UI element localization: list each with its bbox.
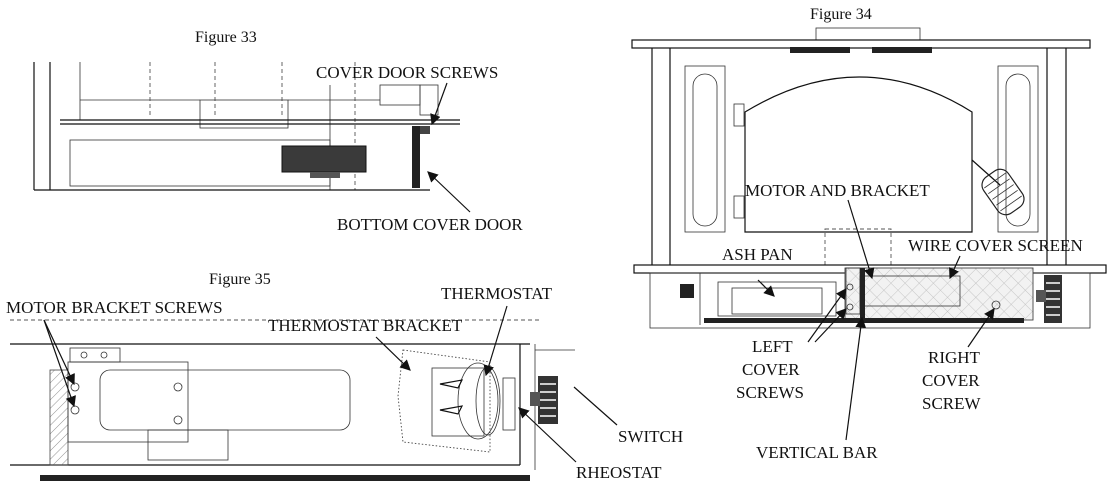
motor-and-bracket-arrow (847, 199, 875, 280)
thermostat-arrow (483, 305, 508, 377)
right-cover-screw-label-line-3: SCREW (922, 394, 982, 413)
right-cover-screw-arrow (967, 308, 995, 348)
thermostat-label: THERMOSTAT (441, 284, 553, 303)
figure-33: Figure 33 COVER DOOR SCREWS BO (33, 29, 523, 234)
switch-label: SWITCH (618, 427, 683, 446)
figure-35-drawing (10, 319, 575, 481)
bottom-cover-door-label: BOTTOM COVER DOOR (337, 215, 523, 234)
figure-35: Figure 35 (6, 271, 683, 482)
left-cover-screws-arrow-2 (814, 308, 847, 343)
bottom-cover-door-arrow (427, 171, 471, 213)
motor-and-bracket-label: MOTOR AND BRACKET (745, 181, 930, 200)
rheostat-label: RHEOSTAT (576, 463, 662, 482)
thermostat-bracket-label: THERMOSTAT BRACKET (268, 316, 463, 335)
right-cover-screw-label-line-1: RIGHT (928, 348, 981, 367)
wire-cover-screen-label: WIRE COVER SCREEN (908, 236, 1083, 255)
motor-bracket-screws-arrow-1 (43, 319, 75, 386)
cover-door-screws-label: COVER DOOR SCREWS (316, 63, 498, 82)
figure-34: Figure 34 (631, 6, 1107, 462)
thermostat-bracket-arrow (375, 336, 411, 371)
left-cover-screws-arrow-1 (807, 288, 847, 343)
figure-34-drawing (631, 27, 1107, 329)
right-cover-screw-label-line-2: COVER (922, 371, 980, 390)
rheostat-arrow (518, 407, 577, 463)
motor-bracket-screws-arrow-2 (43, 319, 76, 408)
motor-bracket-screws-label: MOTOR BRACKET SCREWS (6, 298, 223, 317)
ash-pan-arrow (757, 279, 775, 297)
figure-34-caption: Figure 34 (810, 6, 872, 23)
switch-leader (573, 386, 618, 426)
cover-door-screws-arrow (430, 82, 448, 126)
left-cover-screws-label-line-3: SCREWS (736, 383, 804, 402)
vertical-bar-arrow (845, 316, 867, 441)
figure-33-drawing (33, 62, 460, 191)
figure-33-caption: Figure 33 (195, 29, 257, 46)
wire-cover-screen-arrow (949, 255, 961, 280)
figure-35-caption: Figure 35 (209, 271, 271, 288)
left-cover-screws-label-line-1: LEFT (752, 337, 793, 356)
left-cover-screws-label-line-2: COVER (742, 360, 800, 379)
ash-pan-label: ASH PAN (722, 245, 793, 264)
vertical-bar-label: VERTICAL BAR (756, 443, 878, 462)
